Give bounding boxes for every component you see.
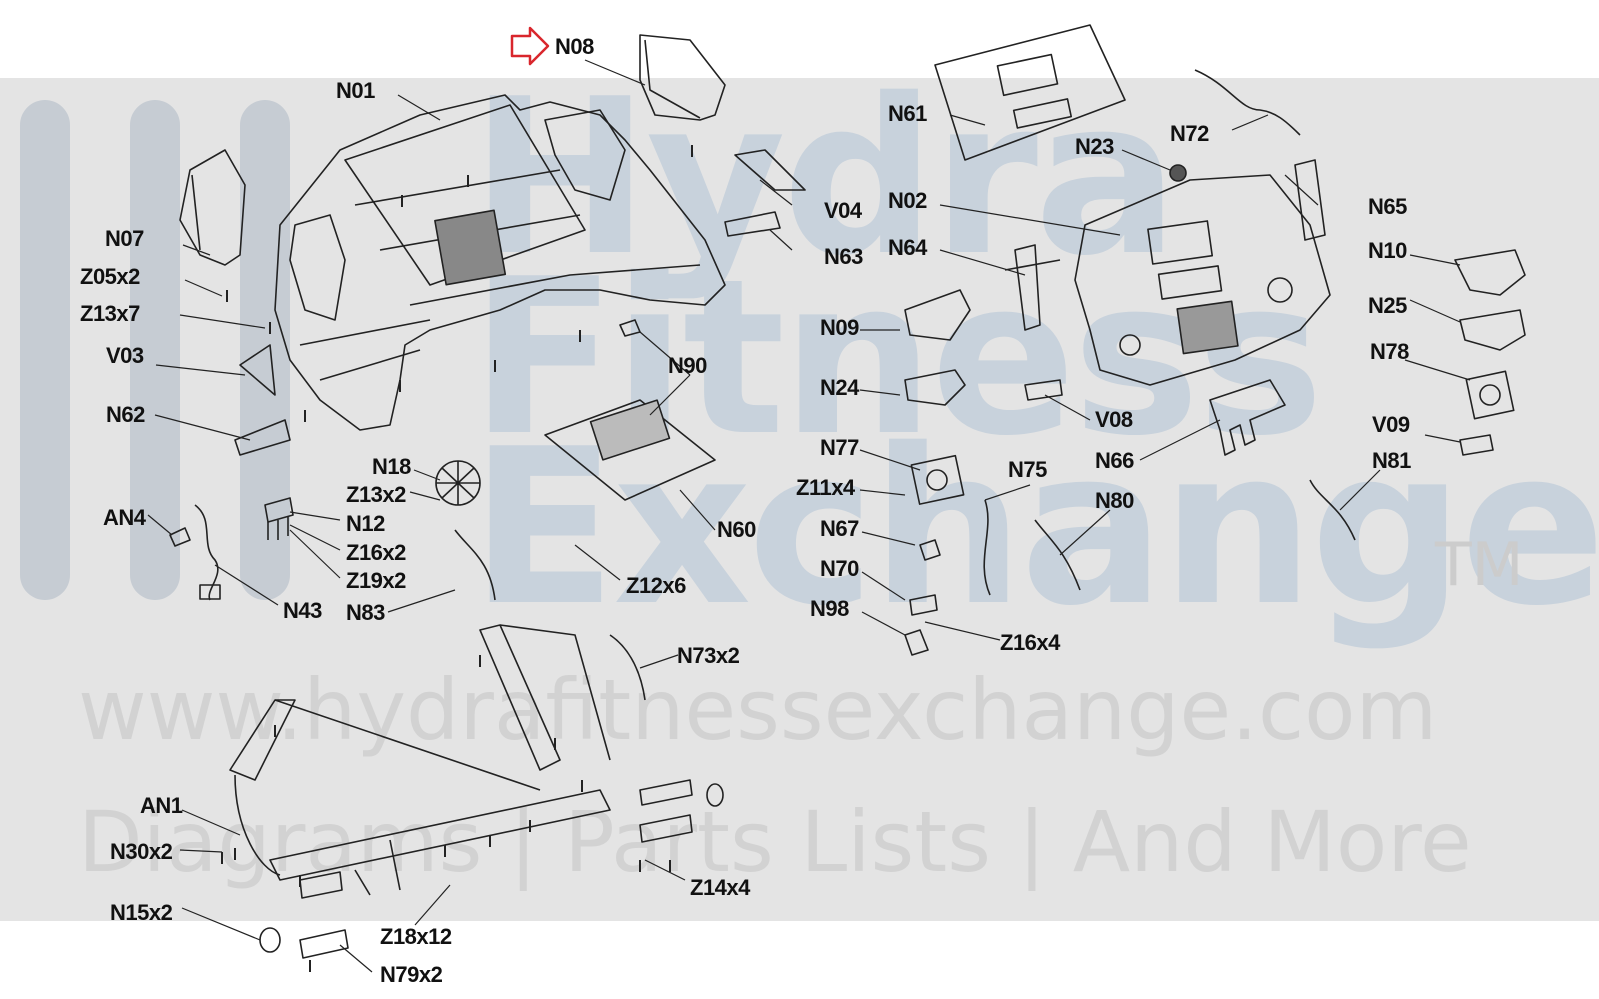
part-label-n09: N09 xyxy=(820,315,859,340)
part-label-an1: AN1 xyxy=(140,793,183,818)
part-label-z13x7: Z13x7 xyxy=(80,301,140,326)
part-label-v03: V03 xyxy=(106,343,144,368)
watermark-brand-line3: Exchange xyxy=(470,402,1599,653)
part-label-n90: N90 xyxy=(668,353,707,378)
part-label-n80: N80 xyxy=(1095,488,1134,513)
part-label-n15x2: N15x2 xyxy=(110,900,173,925)
part-label-n10: N10 xyxy=(1368,238,1407,263)
part-label-n78: N78 xyxy=(1370,339,1409,364)
part-label-v04: V04 xyxy=(824,198,862,223)
part-label-n43: N43 xyxy=(283,598,322,623)
part-label-n25: N25 xyxy=(1368,293,1407,318)
part-label-n75: N75 xyxy=(1008,457,1047,482)
part-label-n72: N72 xyxy=(1170,121,1209,146)
part-label-z14x4: Z14x4 xyxy=(690,875,750,900)
part-label-z12x6: Z12x6 xyxy=(626,573,686,598)
watermark-brand-line1: Hydra xyxy=(470,52,1179,303)
part-label-n77: N77 xyxy=(820,435,859,460)
part-label-n08: N08 xyxy=(555,34,594,59)
part-label-n83: N83 xyxy=(346,600,385,625)
part-label-z16x2: Z16x2 xyxy=(346,540,406,565)
part-label-z13x2: Z13x2 xyxy=(346,482,406,507)
part-label-n23: N23 xyxy=(1075,134,1114,159)
watermark-trademark: TM xyxy=(1435,530,1524,600)
part-label-n60: N60 xyxy=(717,517,756,542)
part-label-z05x2: Z05x2 xyxy=(80,264,140,289)
part-label-n79x2: N79x2 xyxy=(380,962,443,987)
part-label-n01: N01 xyxy=(336,78,375,103)
part-label-n07: N07 xyxy=(105,226,144,251)
part-label-n98: N98 xyxy=(810,596,849,621)
part-label-z19x2: Z19x2 xyxy=(346,568,406,593)
part-label-n64: N64 xyxy=(888,235,927,260)
highlight-arrow-icon xyxy=(510,26,550,66)
part-label-n65: N65 xyxy=(1368,194,1407,219)
watermark-tagline: Diagrams | Parts Lists | And More xyxy=(78,793,1472,891)
part-label-n73x2: N73x2 xyxy=(677,643,740,668)
part-label-n02: N02 xyxy=(888,188,927,213)
part-label-n81: N81 xyxy=(1372,448,1411,473)
part-label-an4: AN4 xyxy=(103,505,146,530)
part-label-n18: N18 xyxy=(372,454,411,479)
part-label-n63: N63 xyxy=(824,244,863,269)
part-label-n30x2: N30x2 xyxy=(110,839,173,864)
part-label-z11x4: Z11x4 xyxy=(796,475,855,500)
part-label-n24: N24 xyxy=(820,375,859,400)
part-label-v08: V08 xyxy=(1095,407,1133,432)
part-label-n62: N62 xyxy=(106,402,145,427)
part-label-v09: V09 xyxy=(1372,412,1410,437)
part-label-z16x4: Z16x4 xyxy=(1000,630,1060,655)
part-label-n12: N12 xyxy=(346,511,385,536)
part-label-n61: N61 xyxy=(888,101,927,126)
part-label-n66: N66 xyxy=(1095,448,1134,473)
part-label-n67: N67 xyxy=(820,516,859,541)
part-label-z18x12: Z18x12 xyxy=(380,924,452,949)
part-label-n70: N70 xyxy=(820,556,859,581)
